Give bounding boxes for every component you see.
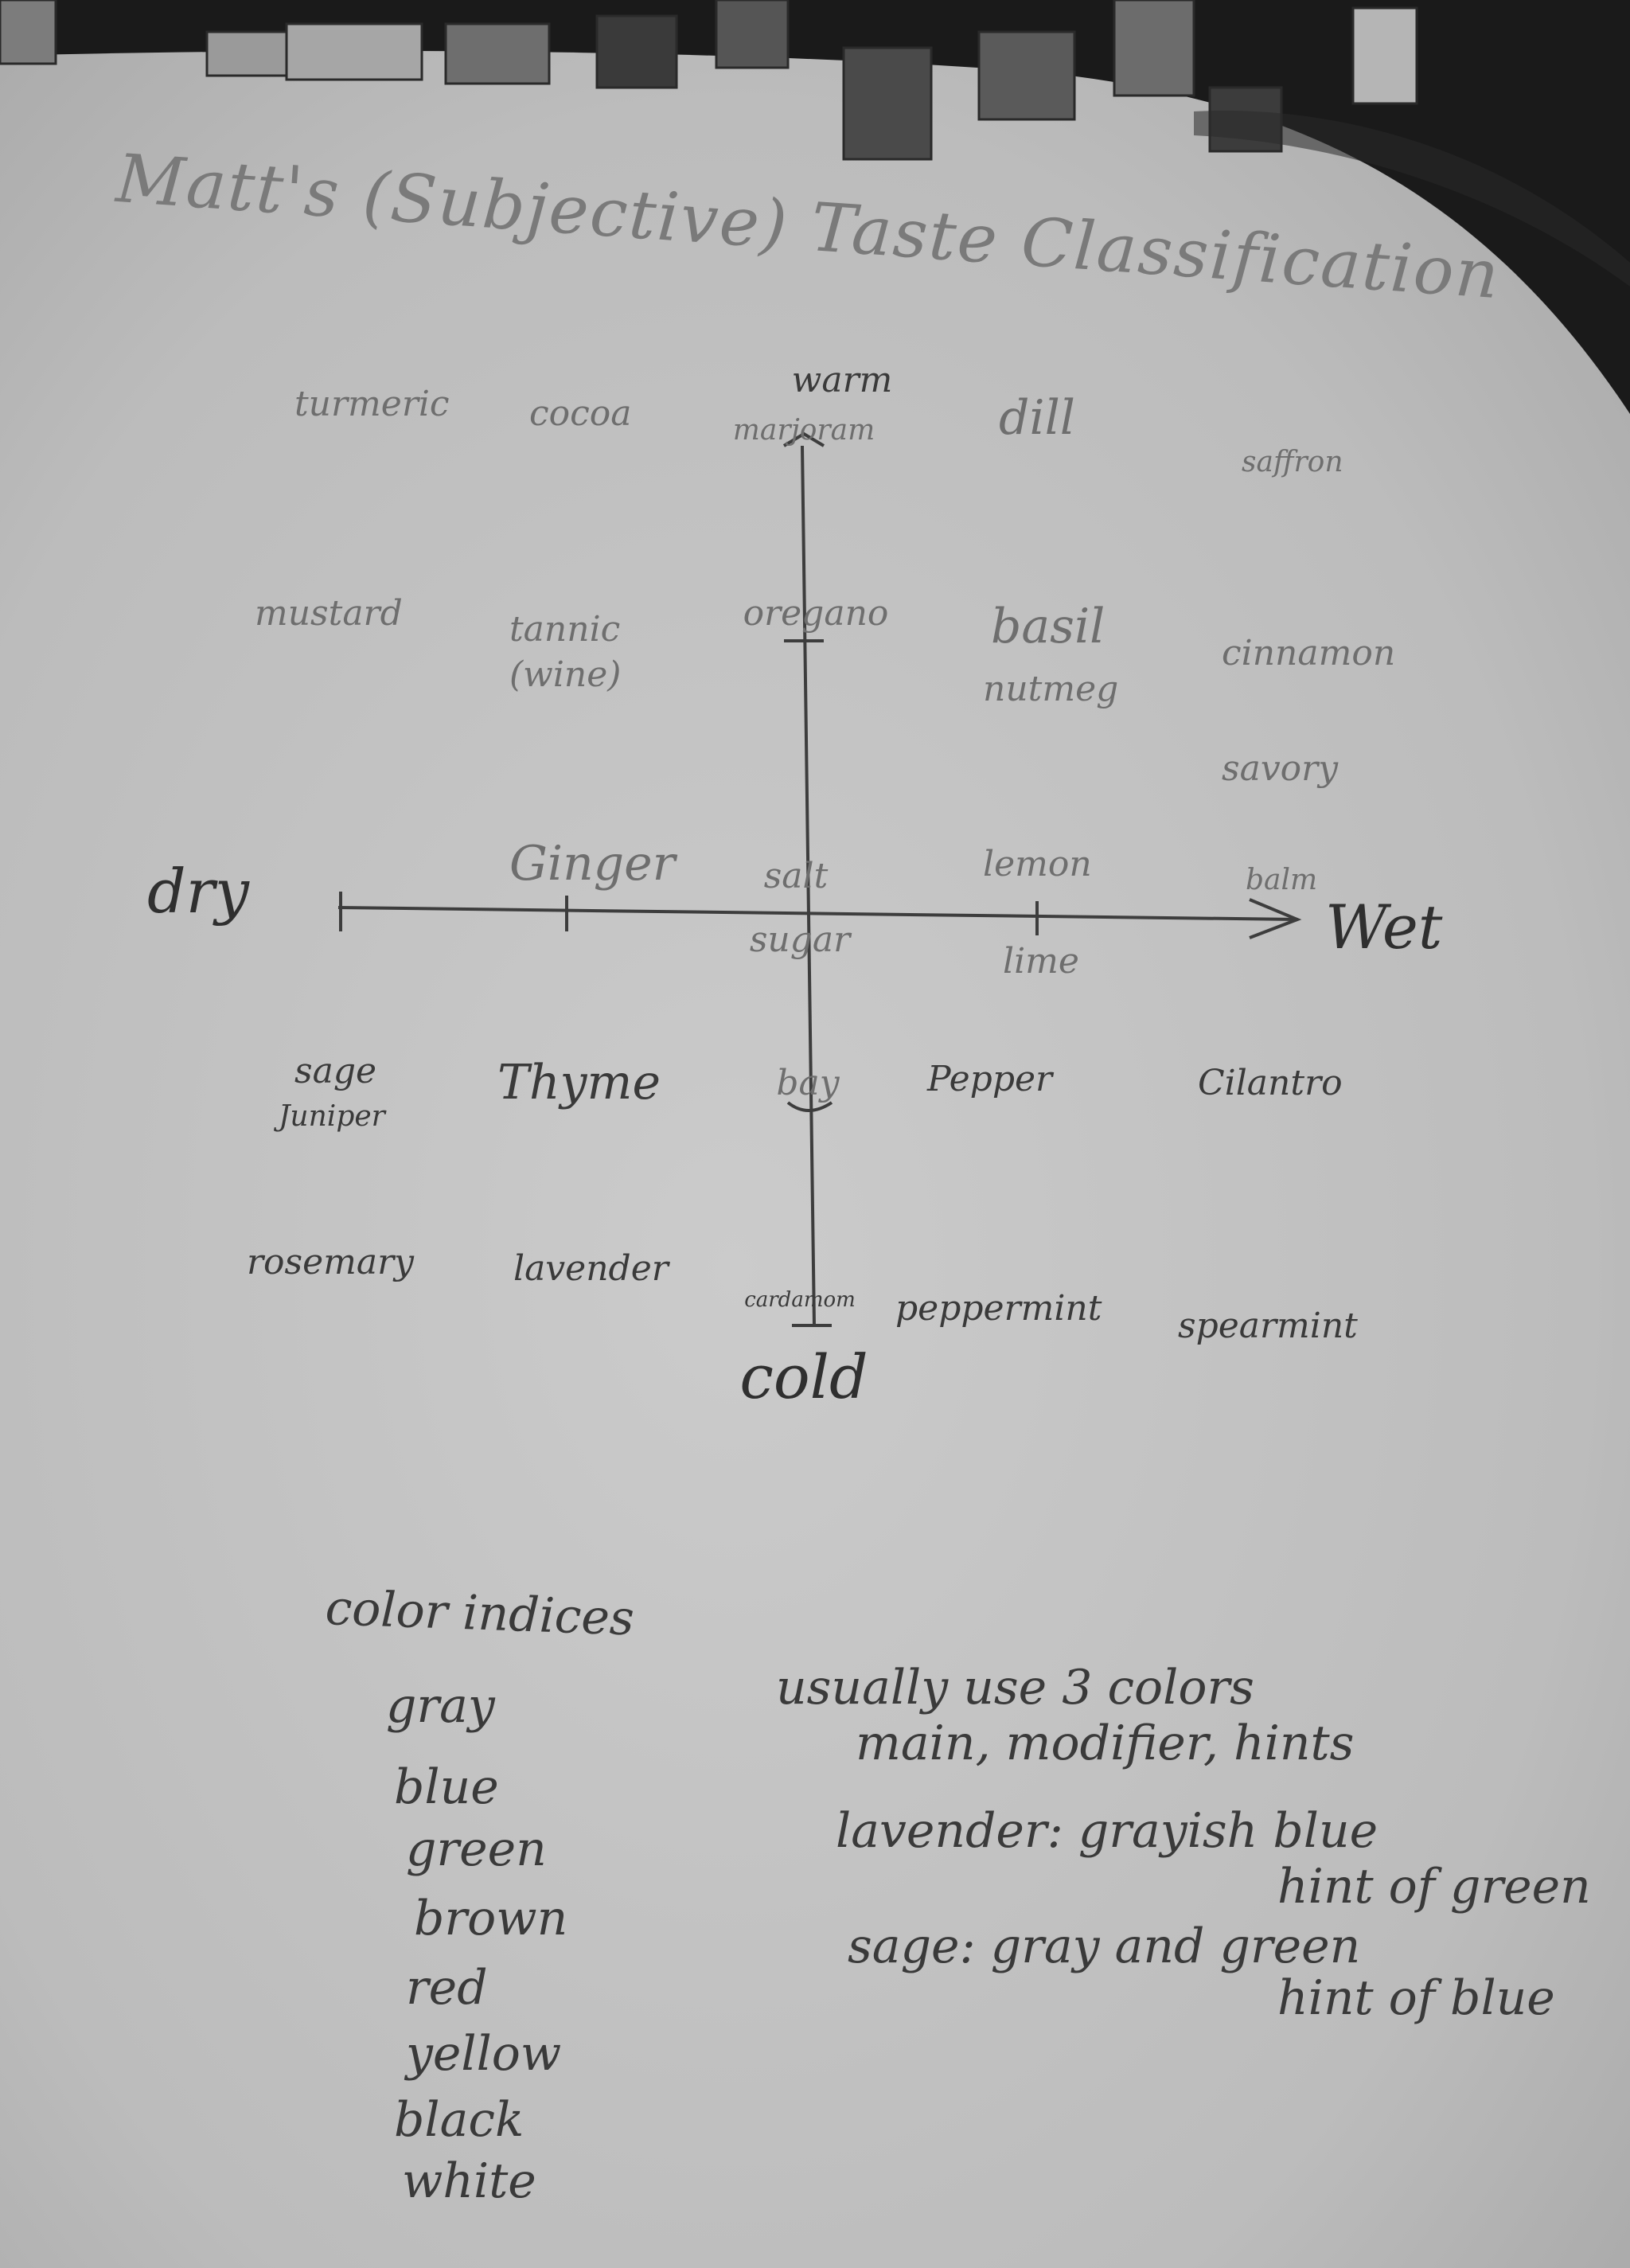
axes: [337, 431, 1302, 1327]
color-index-green: green: [406, 1821, 547, 1877]
spice-spearmint: spearmint: [1178, 1306, 1358, 1346]
arrowhead-right: [1249, 898, 1302, 939]
horizontal-axis: [337, 906, 1298, 921]
note-line-6: hint of blue: [1277, 1970, 1555, 2026]
color-index-yellow: yellow: [406, 2026, 562, 2082]
spice-bay: bay: [776, 1063, 840, 1103]
spice-dill: dill: [999, 390, 1075, 446]
note-line-2: main, modifier, hints: [856, 1716, 1355, 1771]
vertical-axis: [801, 445, 816, 1326]
spice-saffron: saffron: [1242, 446, 1343, 478]
color-index-white: white: [402, 2153, 536, 2209]
spice-balm: balm: [1246, 864, 1318, 896]
spice-salt: salt: [763, 856, 829, 896]
spice-basil: basil: [991, 599, 1106, 654]
spice-cinnamon: cinnamon: [1222, 633, 1396, 673]
spice-lime: lime: [1003, 941, 1079, 982]
spice-lemon: lemon: [983, 844, 1092, 884]
spice-ginger: Ginger: [509, 836, 676, 892]
spice-marjoram: marjoram: [732, 414, 875, 447]
objects-at-top: [0, 0, 1418, 161]
spice-rosemary: rosemary: [247, 1242, 414, 1282]
spice-sugar: sugar: [749, 919, 851, 960]
axis-label-dry: dry: [147, 856, 249, 927]
note-line-1: usually use 3 colors: [776, 1660, 1254, 1716]
spice-thyme: Thyme: [497, 1055, 661, 1111]
axis-label-cold: cold: [739, 1341, 868, 1412]
spice-lavender: lavender: [513, 1248, 669, 1289]
color-index-red: red: [406, 1960, 488, 2016]
spice-tannic: tannic: [509, 609, 621, 650]
spice-nutmeg: nutmeg: [983, 669, 1119, 709]
spice-juniper: Juniper: [279, 1100, 385, 1133]
color-index-blue: blue: [394, 1759, 499, 1815]
color-index-brown: brown: [414, 1891, 568, 1946]
shadow-band: [1194, 111, 1630, 287]
axis-label-wet: Wet: [1325, 892, 1443, 962]
axis-label-warm: warm: [791, 360, 893, 400]
spice-cilantro: Cilantro: [1198, 1063, 1343, 1103]
note-line-4: hint of green: [1277, 1859, 1591, 1915]
spice-peppermint: peppermint: [895, 1288, 1102, 1329]
note-line-5: sage: gray and green: [848, 1919, 1361, 1974]
note-line-3: lavender: grayish blue: [836, 1803, 1378, 1859]
spice-oregano: oregano: [743, 593, 889, 634]
color-index-black: black: [394, 2092, 524, 2148]
spice-wine: (wine): [509, 654, 622, 695]
spice-sage: sage: [294, 1051, 377, 1091]
spice-cardamom: cardamom: [744, 1288, 856, 1312]
spice-savory: savory: [1222, 748, 1339, 789]
spice-turmeric: turmeric: [294, 384, 450, 424]
paper-sheet: [0, 51, 1630, 2268]
spice-pepper: Pepper: [927, 1059, 1053, 1099]
spice-mustard: mustard: [255, 593, 403, 634]
color-index-gray: gray: [386, 1678, 495, 1734]
color-indices-heading: color indices: [324, 1580, 635, 1647]
spice-cocoa: cocoa: [529, 393, 632, 434]
